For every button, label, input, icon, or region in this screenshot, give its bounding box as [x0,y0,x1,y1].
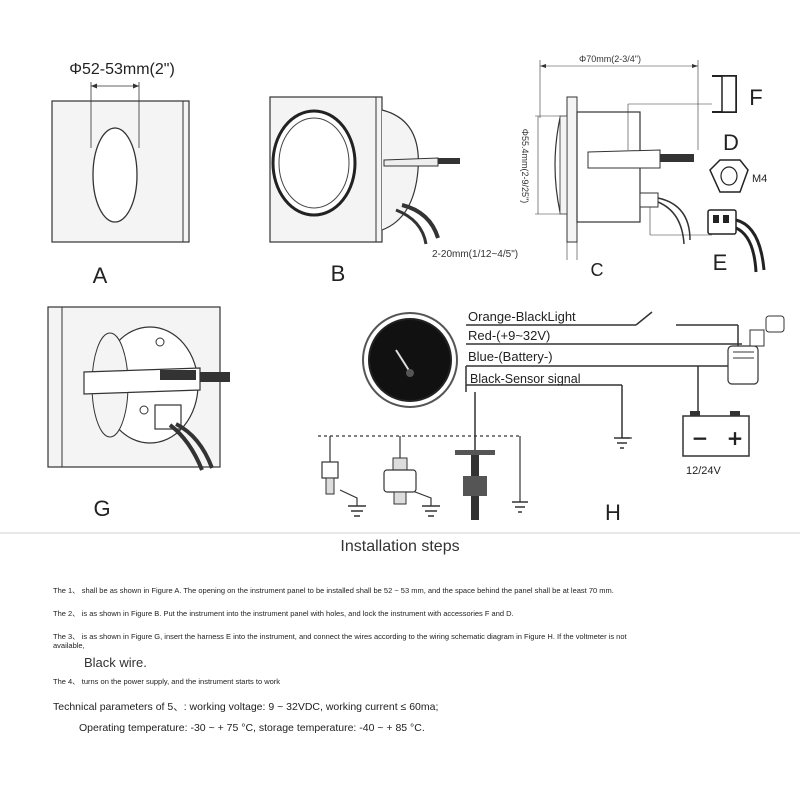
figure-g-rear-view [47,306,230,471]
step-3-black-wire: Black wire. [84,655,147,670]
dimension-opening: Φ52-53mm(2") [69,61,175,78]
accessory-e-harness [707,209,766,273]
sensor-fuel-level [455,450,495,520]
ground-symbols [339,437,630,517]
accessory-label-f: F [749,85,762,110]
wiring-lines [318,311,742,502]
wire-blue-label: Blue-(Battery-) [468,349,553,364]
figure-label-b: B [331,261,346,286]
figure-label-c: C [591,260,604,280]
accessory-f-bracket [712,75,737,113]
accessory-d-nut [709,159,749,193]
figure-label-h: H [605,500,621,525]
step-1-text: The 1、 shall be as shown in Figure A. Th… [53,586,614,595]
wire-red-label: Red-(+9~32V) [468,328,550,343]
accessory-label-d: D [723,130,739,155]
step-2-text: The 2、 is as shown in Figure B. Put the … [53,609,514,618]
gauge-face [362,312,458,408]
tech-params-temperature: Operating temperature: -30 ~ + 75 °C, st… [79,722,425,734]
figure-label-g: G [93,496,110,521]
sensor-pressure [383,457,417,505]
step-4-text: The 4、 turns on the power supply, and th… [53,677,281,686]
battery-plus-label: + [727,426,744,450]
battery-symbol [682,411,750,457]
wire-orange-label: Orange-BlackLight [468,309,576,324]
ignition-key-switch [727,315,785,385]
tech-params-voltage: Technical parameters of 5、: working volt… [53,701,439,713]
battery-minus-label: − [692,426,709,450]
figure-a-panel-opening [51,82,190,243]
dimension-diameter: Φ55.4mm(2-9/25") [520,129,530,203]
figure-label-a: A [93,263,108,288]
wire-black-label: Black-Sensor signal [470,372,580,386]
step-3-text: The 3、 is as shown in Figure G, insert t… [53,632,627,641]
figure-b-gauge-mounted [269,96,460,245]
figure-c-side-view [535,60,712,260]
instructions-title: Installation steps [340,538,460,555]
sensor-temperature [321,461,339,495]
battery-voltage-label: 12/24V [686,465,722,477]
step-3-continued: available, [53,641,85,650]
dimension-depth: Φ70mm(2-3/4") [579,54,641,64]
accessory-label-e: E [713,250,728,275]
nut-size-label: M4 [752,173,767,185]
dimension-panel-thickness: 2-20mm(1/12~4/5") [432,249,518,260]
